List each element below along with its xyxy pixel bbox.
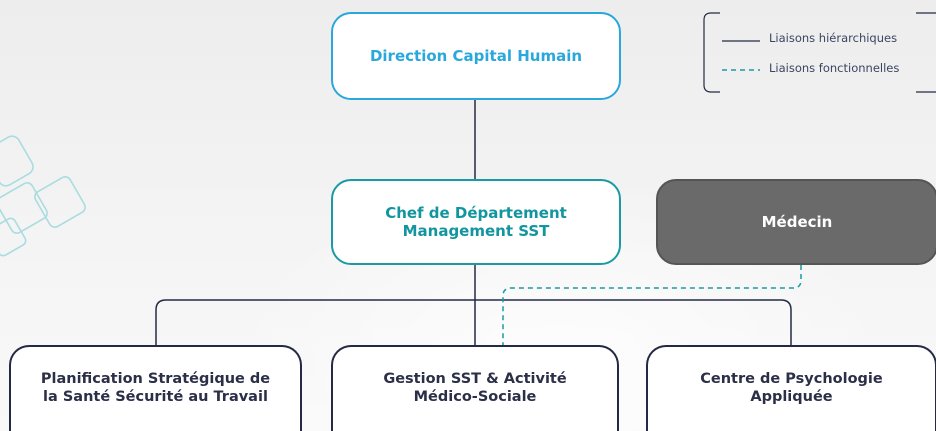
legend-bracket-right bbox=[916, 12, 936, 93]
node-centre-psychologie: Centre de Psychologie Appliquée bbox=[646, 345, 936, 431]
node-gestion-sst: Gestion SST & Activité Médico-Sociale bbox=[331, 345, 619, 431]
node-psychologie-line-2: Appliquée bbox=[750, 389, 833, 405]
legend-frame bbox=[703, 12, 936, 93]
deco-square-3 bbox=[34, 176, 86, 228]
node-chef-line-1: Chef de Département bbox=[385, 203, 567, 222]
node-planification-line-1: Planification Stratégique de bbox=[40, 371, 271, 388]
deco-square-2 bbox=[0, 182, 48, 234]
node-gestion-label: Gestion SST & Activité Médico-Sociale bbox=[383, 371, 566, 406]
node-gestion-line-2: Médico-Sociale bbox=[413, 389, 537, 405]
node-psychologie-line-1: Centre de Psychologie bbox=[700, 371, 883, 388]
node-psychologie-label: Centre de Psychologie Appliquée bbox=[700, 371, 882, 406]
hierarchy-branch-bar bbox=[155, 299, 792, 345]
node-medecin: Médecin bbox=[656, 179, 936, 265]
legend-label-hierarchical: Liaisons hiérarchiques bbox=[769, 31, 898, 45]
node-planification-sst: Planification Stratégique de la Santé Sé… bbox=[9, 345, 302, 431]
decorative-squares bbox=[0, 135, 86, 257]
node-direction-label: Direction Capital Humain bbox=[369, 46, 583, 65]
node-planification-label: Planification Stratégique de la Santé Sé… bbox=[41, 371, 270, 406]
node-chef-label: Chef de Département Management SST bbox=[385, 204, 567, 241]
deco-square-4 bbox=[0, 217, 27, 257]
node-medecin-label: Médecin bbox=[761, 212, 833, 231]
deco-square-1 bbox=[0, 135, 34, 187]
legend-label-functional: Liaisons fonctionnelles bbox=[769, 61, 900, 75]
node-chef-departement: Chef de Département Management SST bbox=[331, 179, 621, 265]
legend-bracket-left bbox=[703, 12, 720, 93]
functional-link-medecin-gestion bbox=[502, 265, 802, 345]
node-chef-line-2: Management SST bbox=[402, 222, 550, 240]
node-direction-capital-humain: Direction Capital Humain bbox=[331, 12, 621, 100]
node-planification-line-2: la Santé Sécurité au Travail bbox=[43, 389, 268, 405]
node-gestion-line-1: Gestion SST & Activité bbox=[383, 371, 567, 388]
